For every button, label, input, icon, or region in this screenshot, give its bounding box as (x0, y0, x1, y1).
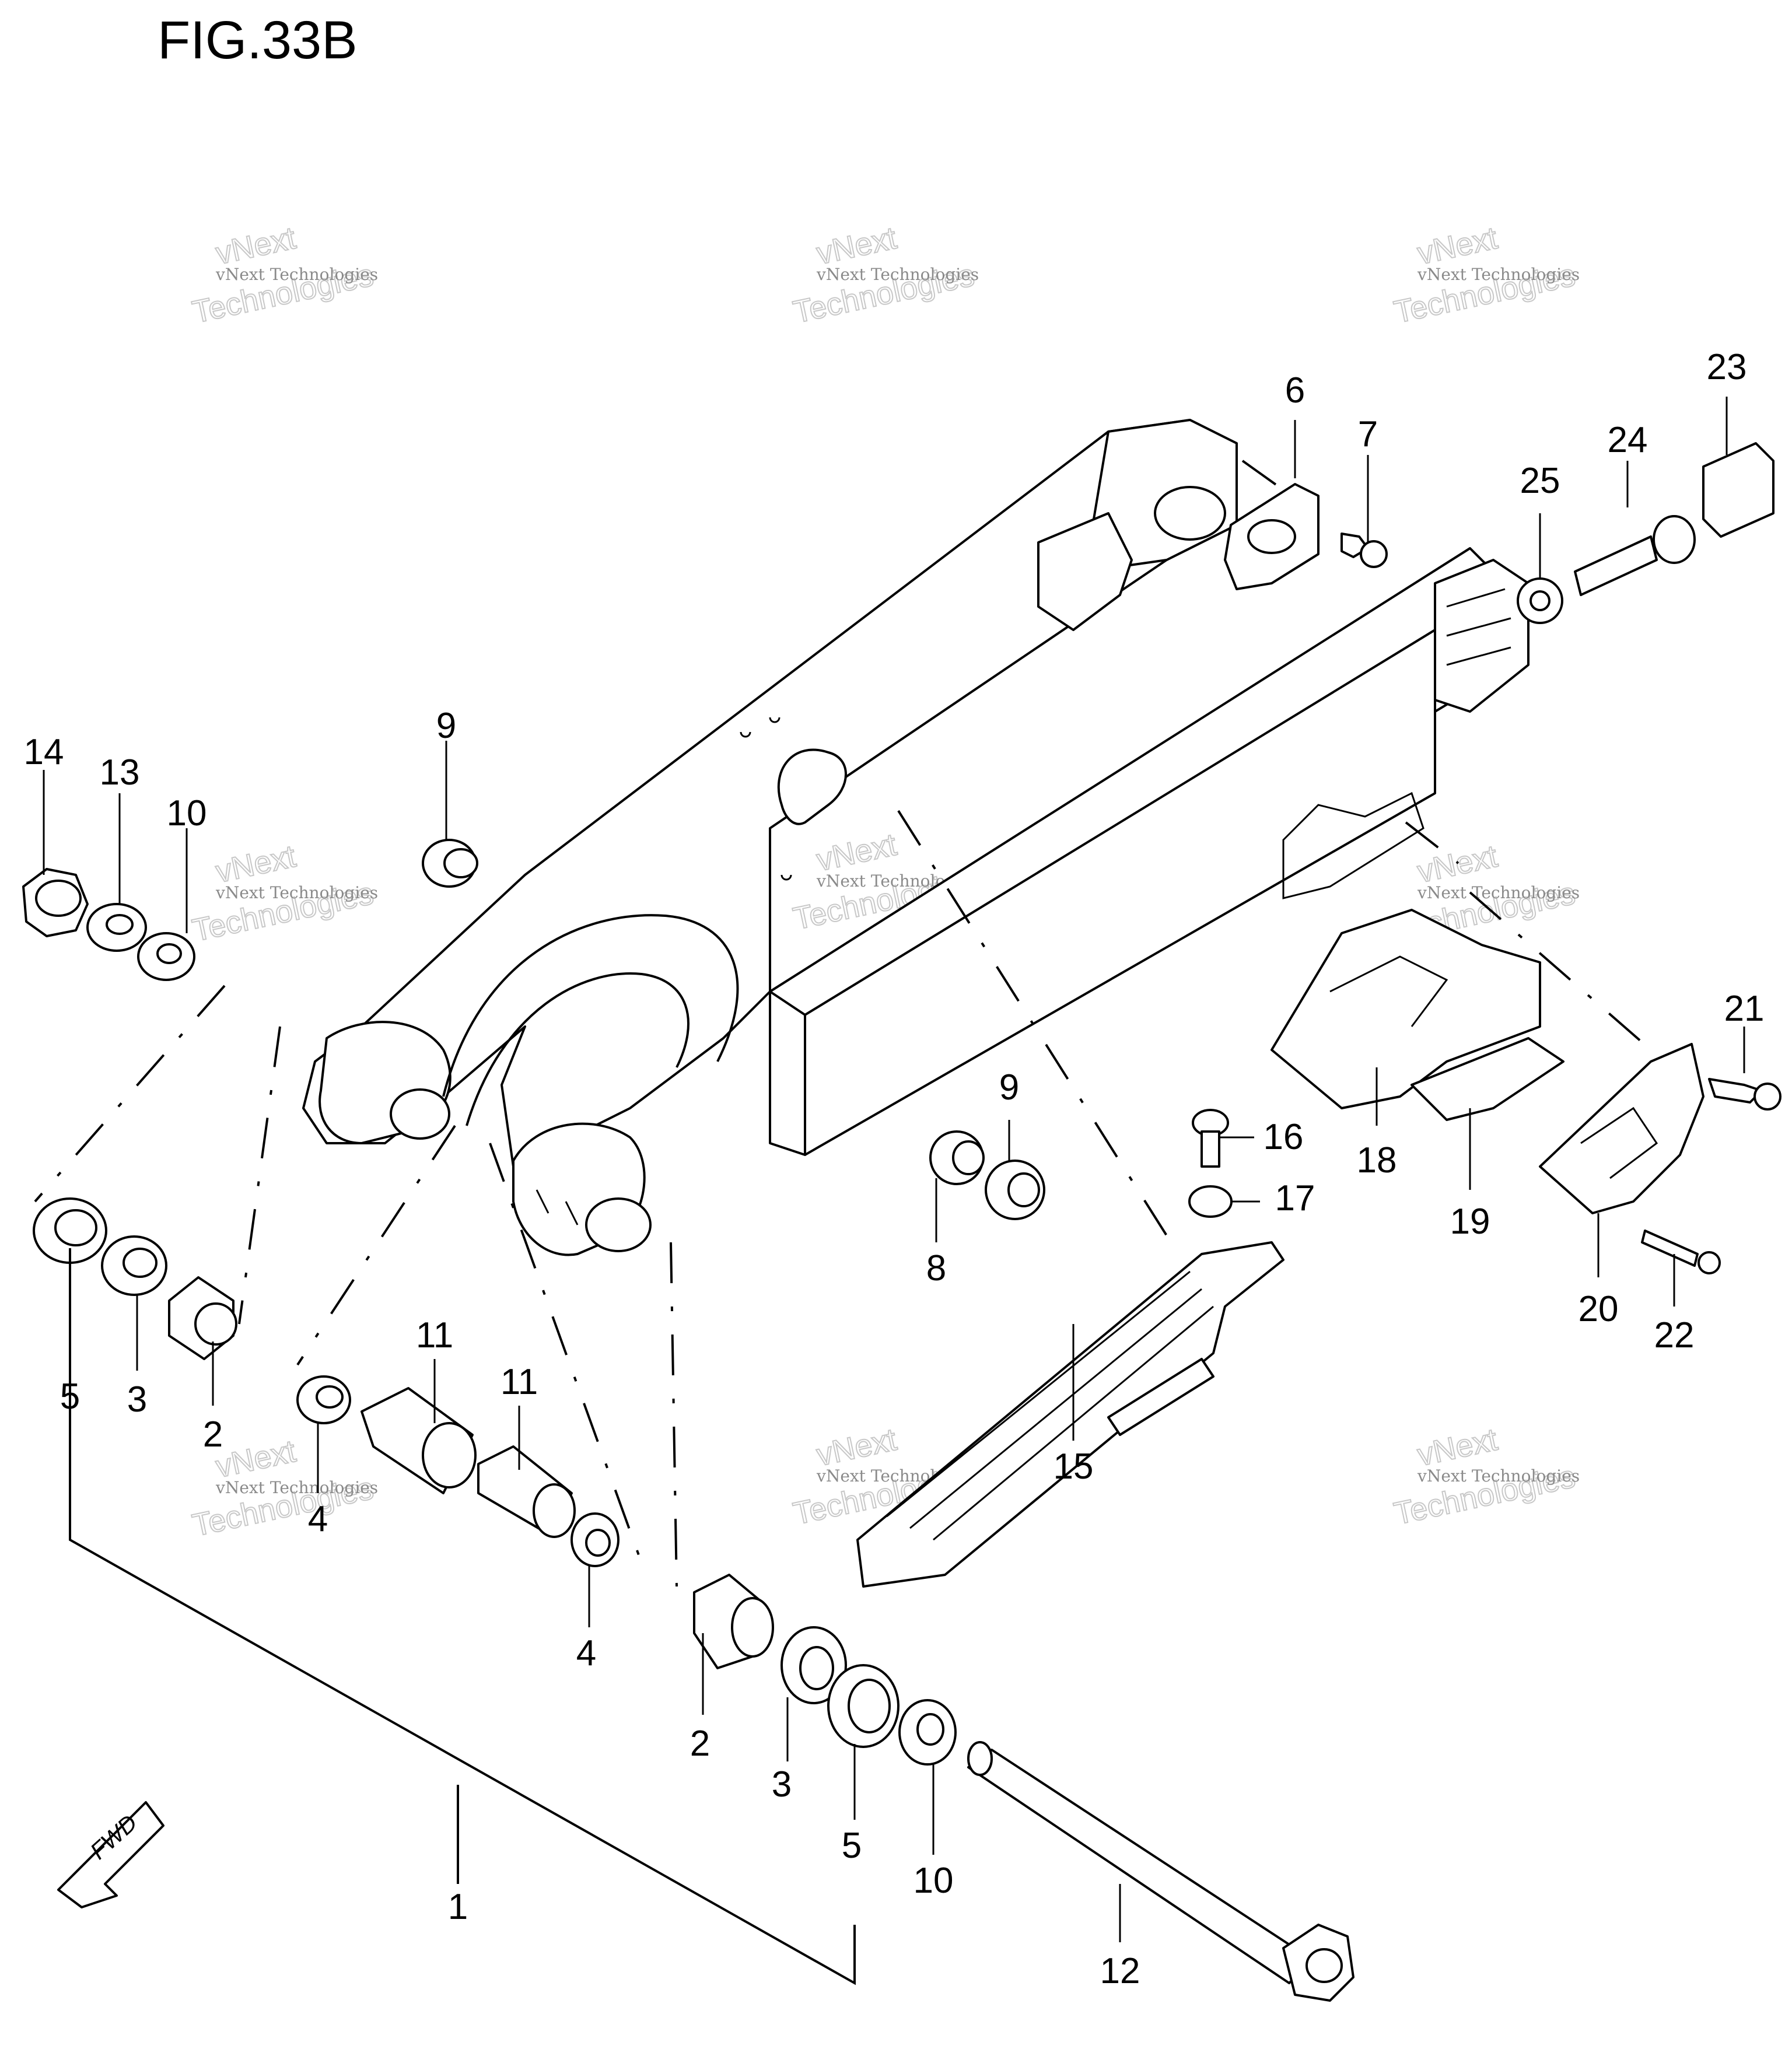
svg-text:vNext Technologies: vNext Technologies (1417, 265, 1580, 284)
svg-text:vNext: vNext (1415, 839, 1501, 889)
watermark: vNext Technologies vNext Technologies (1391, 1421, 1580, 1532)
label-3: 3 (772, 1764, 792, 1805)
watermark: vNext Technologies vNext Technologies (790, 220, 979, 331)
svg-text:vNext Technologies: vNext Technologies (1417, 1466, 1580, 1486)
label-5: 5 (60, 1376, 80, 1417)
label-19: 19 (1450, 1202, 1490, 1242)
label-9: 9 (436, 706, 456, 746)
label-23: 23 (1707, 347, 1747, 387)
label-22: 22 (1654, 1315, 1695, 1356)
chain-slider-15 (856, 1241, 1284, 1588)
chain-guide (1188, 909, 1782, 1274)
label-16: 16 (1264, 1117, 1304, 1157)
label-8: 8 (926, 1248, 946, 1288)
svg-text:vNext Technologies: vNext Technologies (1417, 883, 1580, 902)
svg-text:vNext: vNext (814, 220, 900, 271)
svg-text:vNext: vNext (213, 839, 299, 889)
label-1: 1 (448, 1887, 468, 1927)
svg-text:vNext: vNext (213, 220, 299, 271)
label-6: 6 (1285, 370, 1305, 411)
label-4: 4 (576, 1633, 596, 1673)
svg-text:vNext: vNext (1415, 220, 1501, 271)
svg-text:vNext: vNext (1415, 1422, 1501, 1473)
figure-title: FIG.33B (158, 10, 358, 70)
svg-text:vNext: vNext (814, 1422, 900, 1473)
svg-text:vNext Technologies: vNext Technologies (215, 1478, 378, 1497)
label-2: 2 (690, 1724, 710, 1764)
label-11: 11 (416, 1315, 453, 1356)
label-13: 13 (100, 752, 140, 793)
watermark: vNext Technologies vNext Technologies (189, 220, 379, 331)
label-3: 3 (127, 1379, 147, 1420)
label-12: 12 (1100, 1951, 1140, 1991)
label-17: 17 (1275, 1178, 1315, 1218)
label-25: 25 (1520, 461, 1560, 501)
label-21: 21 (1724, 989, 1765, 1029)
svg-text:vNext: vNext (213, 1434, 299, 1484)
fwd-arrow: FWD (57, 1801, 164, 1908)
washer-9 (422, 839, 478, 888)
adjuster-parts (1517, 442, 1774, 624)
label-leaders (43, 397, 1745, 1942)
label-5: 5 (842, 1826, 862, 1866)
part-labels: 1 2 2 3 3 4 4 5 5 6 7 8 9 9 10 10 11 11 … (24, 347, 1765, 1991)
swingarm (302, 419, 1530, 1256)
label-15: 15 (1054, 1446, 1094, 1487)
label-10: 10 (914, 1861, 954, 1901)
svg-text:vNext Technologies: vNext Technologies (816, 265, 979, 284)
label-4: 4 (308, 1499, 328, 1539)
label-2: 2 (203, 1414, 223, 1455)
label-24: 24 (1608, 420, 1648, 460)
leader-lines (34, 460, 1652, 1985)
pivot-shaft-12 (967, 1741, 1354, 2002)
svg-text:vNext Technologies: vNext Technologies (215, 265, 378, 284)
left-pivot-parts (22, 868, 620, 1567)
label-20: 20 (1578, 1289, 1619, 1329)
svg-text:vNext: vNext (814, 827, 900, 878)
label-18: 18 (1357, 1140, 1397, 1181)
watermark: vNext Technologies vNext Technologies (1391, 220, 1580, 331)
bushing-8-9 (929, 1130, 1045, 1220)
label-7: 7 (1358, 414, 1378, 454)
plate-6 (1224, 483, 1388, 590)
label-9: 9 (999, 1067, 1019, 1108)
label-14: 14 (24, 732, 64, 772)
label-10: 10 (167, 793, 207, 833)
watermark: vNext Technologies vNext Technologies (189, 838, 379, 949)
label-11: 11 (501, 1362, 538, 1402)
right-pivot-parts (693, 1574, 957, 1766)
svg-text:vNext Technologies: vNext Technologies (215, 883, 378, 902)
